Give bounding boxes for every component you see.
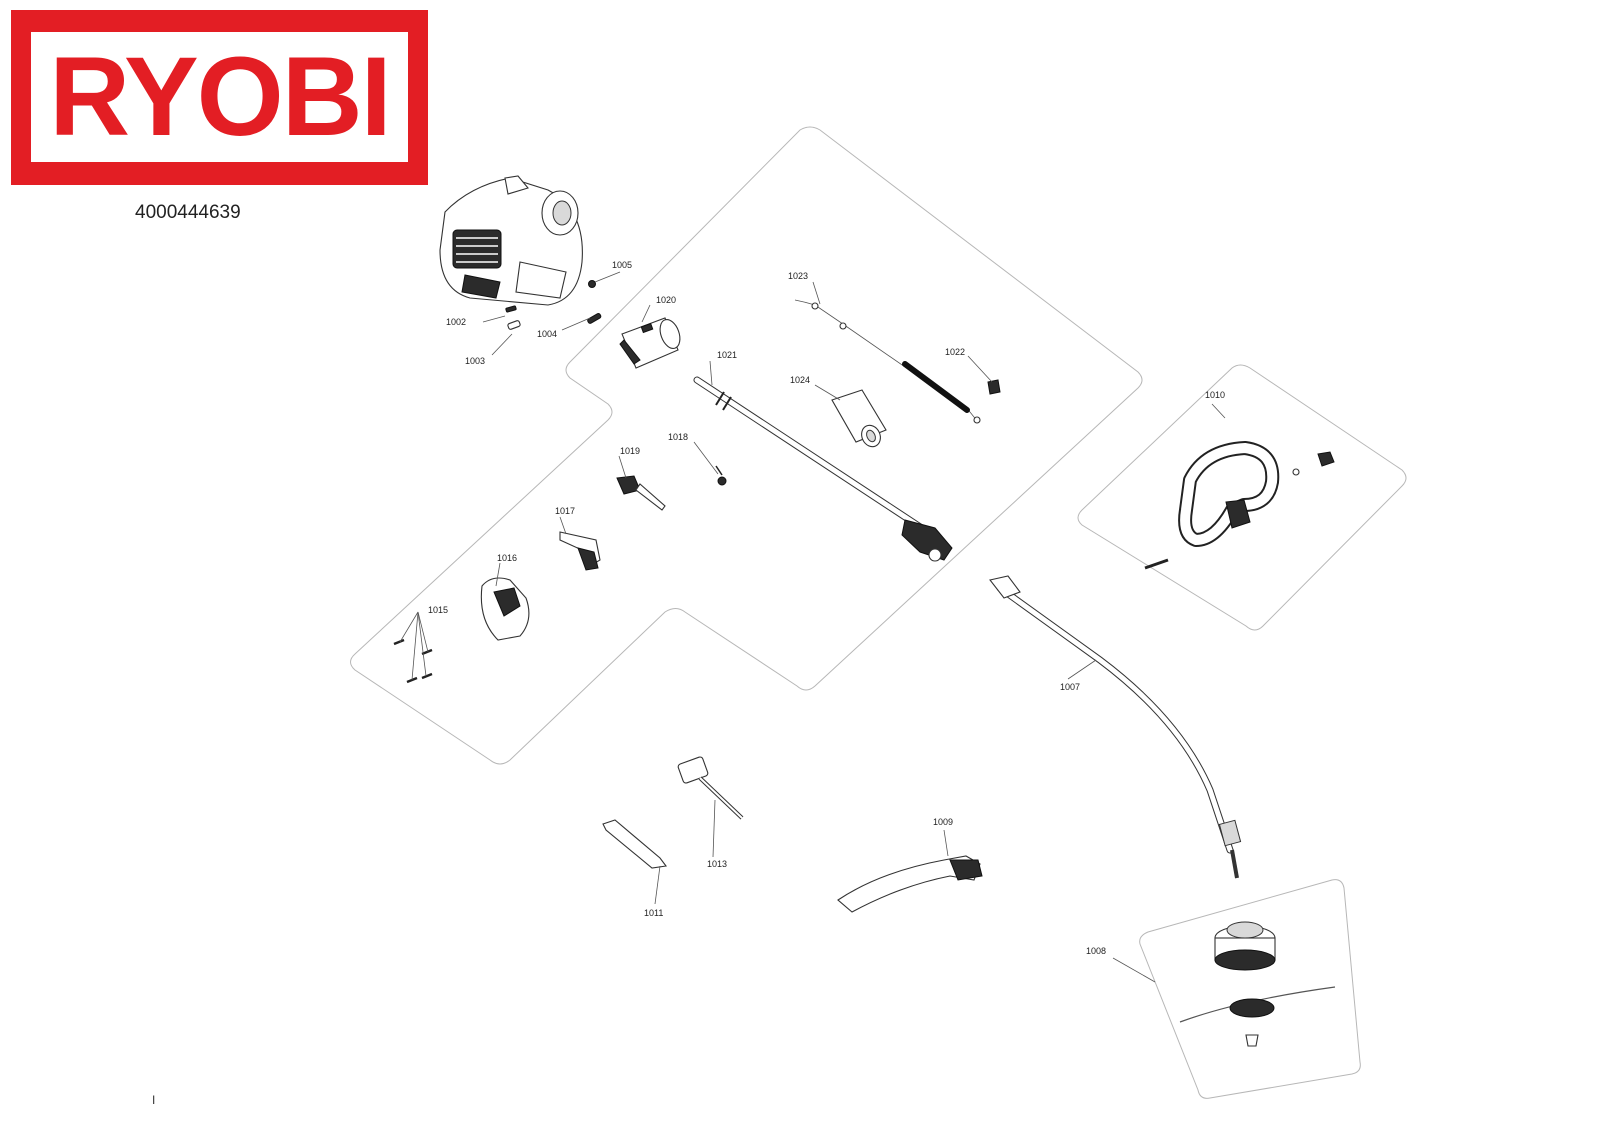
callout-1021: 1021: [717, 350, 737, 360]
logo-inner-panel: RYOBI: [31, 32, 408, 162]
callout-1016: 1016: [497, 553, 517, 563]
trimmer-head-1008: [1179, 921, 1336, 1047]
throttle-trigger-1019: [616, 475, 666, 511]
callout-1003: 1003: [465, 356, 485, 366]
callout-1019: 1019: [620, 446, 640, 456]
callout-1009: 1009: [933, 817, 953, 827]
callout-1022: 1022: [945, 347, 965, 357]
callout-1015: 1015: [428, 605, 448, 615]
panel-handle-group: [1077, 364, 1407, 631]
callout-1010: 1010: [1205, 390, 1225, 400]
callout-1013: 1013: [707, 859, 727, 869]
callout-1011: 1011: [644, 908, 663, 918]
engine-assembly: [439, 175, 583, 306]
loop-handle-1010: [1144, 441, 1335, 570]
lockout-lever-1017: [559, 531, 601, 571]
coupler-1020: [619, 317, 681, 369]
callout-1005: 1005: [612, 260, 632, 270]
screw-1005: [588, 280, 596, 288]
callout-1020: 1020: [656, 295, 676, 305]
screw-1002: [505, 305, 517, 313]
spacer-1003: [507, 320, 521, 330]
spark-plug-wrench-1013: [677, 756, 744, 820]
spring-1004: [587, 313, 602, 324]
leader-lines: [399, 271, 1226, 983]
tool-1011: [602, 819, 667, 869]
callout-1007: 1007: [1060, 682, 1080, 692]
callout-1023: 1023: [788, 271, 808, 281]
ryobi-logo: RYOBI: [11, 10, 428, 185]
drive-shaft-1021: [693, 376, 953, 562]
panel-main-group: [350, 126, 1143, 765]
footer-mark: I: [152, 1093, 156, 1107]
document-part-number: 4000444639: [135, 202, 241, 223]
sleeve-1024: [831, 389, 887, 448]
handle-housing-1016: [480, 577, 530, 641]
bolt-1018: [715, 465, 727, 486]
callout-1004: 1004: [537, 329, 557, 339]
logo-text: RYOBI: [49, 34, 392, 159]
cable-clip-1022: [987, 379, 1001, 395]
panel-head-group: [1139, 879, 1361, 1099]
callout-1017: 1017: [555, 506, 575, 516]
callout-1002: 1002: [446, 317, 466, 327]
callout-1008: 1008: [1086, 946, 1106, 956]
callout-1024: 1024: [790, 375, 810, 385]
curved-shaft-1007: [989, 575, 1242, 879]
debris-guard-1009: [837, 855, 983, 913]
callout-1018: 1018: [668, 432, 688, 442]
throttle-cable-1023: [794, 299, 981, 424]
